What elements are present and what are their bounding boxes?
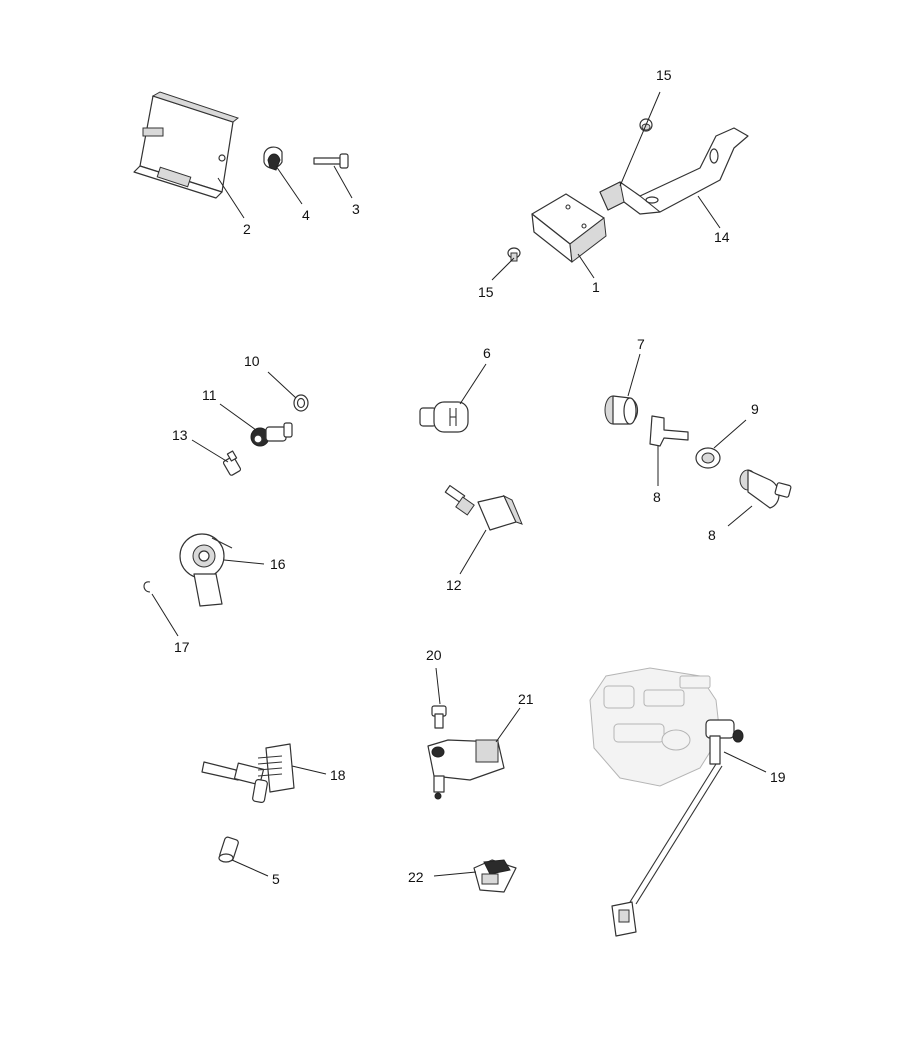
part-8-plate xyxy=(649,415,689,447)
callout-15-upper: 15 xyxy=(656,67,672,83)
part-6-plug xyxy=(419,401,469,433)
part-16-knock-sensor xyxy=(179,533,233,607)
callouts: 2 4 3 15 14 1 15 10 11 13 6 7 8 9 8 12 1… xyxy=(172,67,786,887)
callout-18: 18 xyxy=(330,767,346,783)
callout-13: 13 xyxy=(172,427,188,443)
callout-19: 19 xyxy=(770,769,786,785)
engine-ghost xyxy=(589,667,721,787)
callout-10: 10 xyxy=(244,353,260,369)
part-17-clip-ring xyxy=(143,581,151,593)
part-8-sensor xyxy=(739,469,792,509)
callout-14: 14 xyxy=(714,229,730,245)
part-9-washer xyxy=(695,447,721,469)
callout-4: 4 xyxy=(302,207,310,223)
callout-5: 5 xyxy=(272,871,280,887)
part-20-bolt xyxy=(431,705,447,729)
callout-20: 20 xyxy=(426,647,442,663)
part-12-temp-sensor xyxy=(444,484,523,531)
part-11-sensor xyxy=(250,422,293,447)
part-21-pressure-sensor xyxy=(427,739,505,800)
callout-16: 16 xyxy=(270,556,286,572)
callout-7: 7 xyxy=(637,336,645,352)
callout-15-lower: 15 xyxy=(478,284,494,300)
callout-22: 22 xyxy=(408,869,424,885)
part-3-bolt xyxy=(313,153,349,169)
part-18-fitting xyxy=(201,743,295,803)
callout-9: 9 xyxy=(751,401,759,417)
callout-1: 1 xyxy=(592,279,600,295)
part-10-o-ring xyxy=(293,394,309,412)
callout-2: 2 xyxy=(243,221,251,237)
callout-17: 17 xyxy=(174,639,190,655)
callout-8-lower: 8 xyxy=(708,527,716,543)
callout-21: 21 xyxy=(518,691,534,707)
part-7-cap xyxy=(604,395,639,425)
part-5-pin xyxy=(218,836,239,863)
leader-lines xyxy=(151,91,767,877)
part-13-bolt xyxy=(222,450,242,476)
part-4-clip xyxy=(263,146,283,171)
callout-6: 6 xyxy=(483,345,491,361)
callout-11: 11 xyxy=(202,387,217,403)
callout-8-upper: 8 xyxy=(653,489,661,505)
callout-3: 3 xyxy=(352,201,360,217)
part-14-bracket xyxy=(599,127,749,215)
part-2-control-module xyxy=(133,91,240,199)
callout-12: 12 xyxy=(446,577,462,593)
part-19-sensor-assembly xyxy=(589,667,744,937)
part-1-cover xyxy=(531,193,607,263)
part-22-switch xyxy=(473,859,517,893)
part-15-lower-screw xyxy=(507,247,521,262)
